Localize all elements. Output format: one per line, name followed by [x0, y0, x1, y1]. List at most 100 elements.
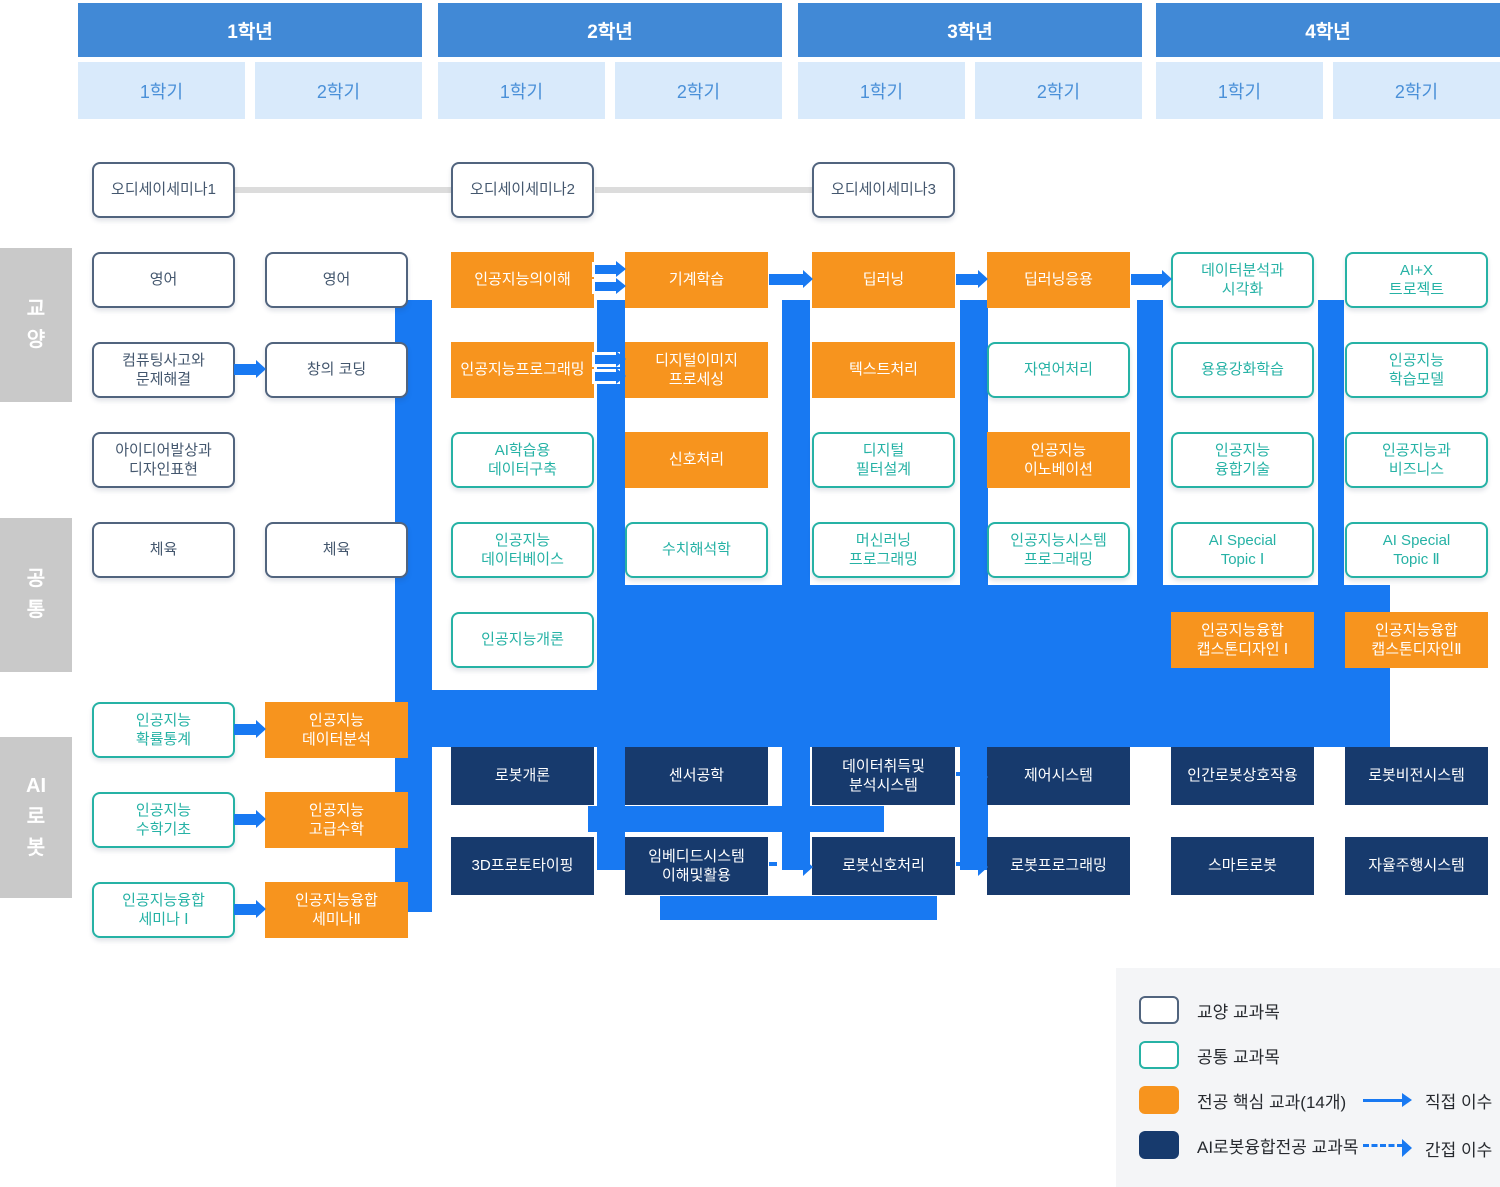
indirect-arrow	[956, 768, 988, 786]
connector-pipe	[588, 806, 884, 832]
legend-label: 직접 이수	[1425, 1093, 1493, 1112]
course-box: 로봇개론	[451, 747, 594, 805]
course-box: 센서공학	[625, 747, 768, 805]
course-box: 딥러닝응용	[987, 252, 1130, 308]
course-box: 로봇프로그래밍	[987, 837, 1130, 895]
semester-header: 2학기	[615, 62, 782, 119]
legend-label: 교양 교과목	[1197, 1002, 1280, 1022]
course-box: 텍스트처리	[812, 342, 955, 398]
course-box: 인공지능과 비즈니스	[1345, 432, 1488, 488]
course-box: 머신러닝 프로그래밍	[812, 522, 955, 578]
course-box: 오디세이세미나2	[451, 162, 594, 218]
course-box: 인공지능 융합기술	[1171, 432, 1314, 488]
direct-arrow-double	[595, 368, 626, 384]
direct-arrow	[234, 360, 266, 378]
course-box: AI+X 트로젝트	[1345, 252, 1488, 308]
direct-arrow	[234, 720, 266, 738]
course-box: 영어	[265, 252, 408, 308]
connector-pipe	[660, 896, 937, 920]
legend-swatch-core	[1139, 1086, 1179, 1114]
side-label-common: 공 통	[0, 518, 72, 672]
course-box: 인공지능프로그래밍	[451, 342, 594, 398]
semester-header: 2학기	[975, 62, 1142, 119]
course-box: 자연어처리	[987, 342, 1130, 398]
course-box: 컴퓨팅사고와 문제해결	[92, 342, 235, 398]
odyssey-connector-line	[595, 187, 812, 193]
course-box: 인공지능융합 세미나Ⅱ	[265, 882, 408, 938]
semester-header: 1학기	[1156, 62, 1323, 119]
course-box: 기계학습	[625, 252, 768, 308]
side-label-liberal-arts: 교 양	[0, 248, 72, 402]
odyssey-connector-line	[234, 187, 451, 193]
course-box: 수치해석학	[625, 522, 768, 578]
course-box: 데이터취득및 분석시스템	[812, 747, 955, 805]
course-box: 인공지능 확률통계	[92, 702, 235, 758]
connector-pipe	[432, 690, 1390, 747]
course-box: 인공지능 데이터베이스	[451, 522, 594, 578]
year-column-3: 3학년 1학기 2학기	[798, 3, 1142, 119]
indirect-arrow	[956, 858, 988, 876]
course-box: 임베디드시스템 이해및활용	[625, 837, 768, 895]
course-box: AI Special Topic Ⅰ	[1171, 522, 1314, 578]
course-box: 인공지능의이해	[451, 252, 594, 308]
year-header: 2학년	[438, 3, 782, 57]
course-box: 3D프로토타이핑	[451, 837, 594, 895]
course-box: 인공지능 이노베이션	[987, 432, 1130, 488]
course-box: AI Special Topic Ⅱ	[1345, 522, 1488, 578]
course-box: 오디세이세미나3	[812, 162, 955, 218]
year-column-4: 4학년 1학기 2학기	[1156, 3, 1500, 119]
year-header: 1학년	[78, 3, 422, 57]
direct-arrow	[1131, 270, 1172, 288]
legend-label: 간접 이수	[1425, 1141, 1493, 1160]
course-box: 인공지능융합 캡스톤디자인 Ⅰ	[1171, 612, 1314, 668]
course-box: 인공지능시스템 프로그래밍	[987, 522, 1130, 578]
course-box: 체육	[92, 522, 235, 578]
year-header: 3학년	[798, 3, 1142, 57]
direct-arrow	[956, 270, 988, 288]
legend-swatch-liberal	[1139, 996, 1179, 1024]
legend-swatch-robot	[1139, 1131, 1179, 1159]
legend-swatch-common	[1139, 1041, 1179, 1069]
course-box: 디지털 필터설계	[812, 432, 955, 488]
semester-header: 1학기	[438, 62, 605, 119]
course-box: 체육	[265, 522, 408, 578]
side-label-ai-robot: AI 로 봇	[0, 737, 72, 898]
course-box: 스마트로봇	[1171, 837, 1314, 895]
course-box: 인공지능 데이터분석	[265, 702, 408, 758]
course-box: 데이터분석과 시각화	[1171, 252, 1314, 308]
course-box: 자율주행시스템	[1345, 837, 1488, 895]
course-box: 제어시스템	[987, 747, 1130, 805]
year-column-1: 1학년 1학기 2학기	[78, 3, 422, 119]
course-box: 로봇비전시스템	[1345, 747, 1488, 805]
semester-header: 2학기	[1333, 62, 1500, 119]
course-box: 인공지능융합 캡스톤디자인Ⅱ	[1345, 612, 1488, 668]
year-column-2: 2학년 1학기 2학기	[438, 3, 782, 119]
course-box: 신호처리	[625, 432, 768, 488]
legend-label: 공통 교과목	[1197, 1047, 1280, 1067]
course-box: 인공지능 수학기초	[92, 792, 235, 848]
semester-header: 2학기	[255, 62, 422, 119]
legend-label: 전공 핵심 교과(14개)	[1197, 1092, 1347, 1112]
course-box: 딥러닝	[812, 252, 955, 308]
indirect-arrow-sample: 간접 이수	[1363, 1139, 1492, 1160]
course-box: 로봇신호처리	[812, 837, 955, 895]
semester-header: 1학기	[798, 62, 965, 119]
course-box: AI학습용 데이터구축	[451, 432, 594, 488]
direct-arrow-sample: 직접 이수	[1363, 1093, 1492, 1112]
legend-label: AI로봇융합전공 교과목	[1197, 1137, 1359, 1157]
course-box: 인공지능융합 세미나 Ⅰ	[92, 882, 235, 938]
direct-arrow-double	[595, 261, 626, 277]
course-box: 아이디어발상과 디자인표현	[92, 432, 235, 488]
course-box: 오디세이세미나1	[92, 162, 235, 218]
legend: 교양 교과목 공통 교과목 전공 핵심 교과(14개) AI로봇융합전공 교과목…	[1116, 968, 1500, 1187]
direct-arrow	[769, 270, 813, 288]
course-box: 창의 코딩	[265, 342, 408, 398]
direct-arrow	[234, 810, 266, 828]
course-box: 영어	[92, 252, 235, 308]
course-box: 인공지능 고급수학	[265, 792, 408, 848]
direct-arrow	[234, 900, 266, 918]
direct-arrow-double	[595, 351, 626, 367]
direct-arrow-double	[595, 278, 626, 294]
year-header: 4학년	[1156, 3, 1500, 57]
